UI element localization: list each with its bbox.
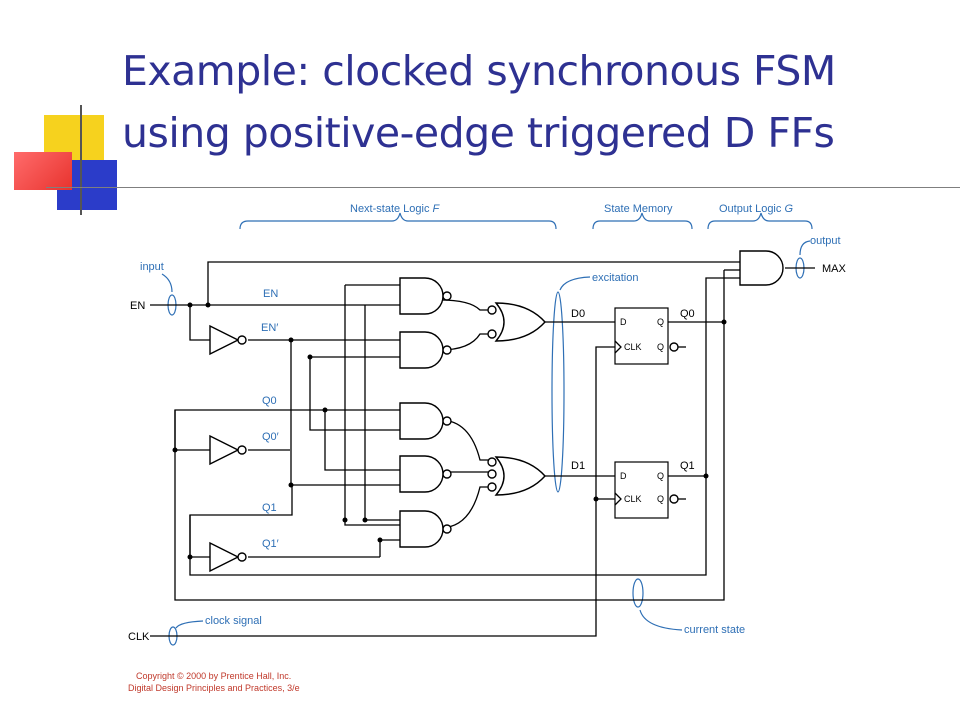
d-flipflop-0: D Q CLK Q [614,307,686,365]
nand-gate-3 [399,402,452,440]
q0-not-wire-label: Q0′ [262,431,279,443]
nand-gate-2 [399,331,452,369]
output-logic-label: Output Logic G [719,203,793,215]
excitation-annotation: excitation [592,272,638,284]
nand-gate-5 [399,510,452,548]
clock-signal-annotation-leader [175,620,204,629]
q0-wire-label: Q0 [262,395,277,407]
inverter-q0 [209,434,247,466]
excitation-annotation-ellipse [551,291,565,493]
ff0-clk-pin: CLK [624,342,642,352]
clock-signal-annotation: clock signal [205,615,262,627]
output-annotation-leader [799,240,811,256]
or-gate-d0 [487,302,546,342]
en-wire-label: EN [263,288,278,300]
q1-wire-label: Q1 [262,502,277,514]
ff1-q-pin: Q [657,471,664,481]
ff0-d-pin: D [620,317,627,327]
slide-title: Example: clocked synchronous FSM using p… [122,40,942,164]
d-flipflop-1: D Q CLK Q [614,461,686,519]
output-annotation: output [810,235,841,247]
next-state-brace [239,212,557,230]
d1-label: D1 [571,460,585,472]
output-logic-brace [707,212,813,230]
deco-vertical-line [80,105,82,215]
ff1-qn-pin: Q [657,494,664,504]
q1-not-wire-label: Q1′ [262,538,279,550]
and-gate-max [739,250,784,286]
copyright-line-2: Digital Design Principles and Practices,… [128,683,300,693]
en-input-label: EN [130,300,145,312]
ff0-qn-pin: Q [657,342,664,352]
next-state-label: Next-state Logic F [350,203,441,215]
input-annotation-leader [161,273,173,293]
max-output-label: MAX [822,263,847,275]
d0-label: D0 [571,308,585,320]
clk-input-label: CLK [128,631,150,643]
deco-red-square [14,152,72,190]
state-memory-brace [592,212,693,230]
excitation-annotation-leader [559,276,591,291]
or-gate-d1 [487,456,546,496]
state-memory-label: State Memory [604,203,673,215]
en-not-wire-label: EN′ [261,322,278,334]
nand-gate-1 [399,277,452,315]
deco-horizontal-line [46,187,960,188]
q1-output-label: Q1 [680,460,695,472]
current-state-annotation-ellipse [632,578,644,608]
current-state-annotation-leader [639,609,683,631]
junction-dots [172,302,727,560]
copyright-line-1: Copyright © 2000 by Prentice Hall, Inc. [136,671,291,681]
ff1-clk-pin: CLK [624,494,642,504]
inverter-q1 [209,541,247,573]
current-state-annotation: current state [684,624,745,636]
title-line-2: using positive-edge triggered D FFs [122,109,835,157]
q0-output-label: Q0 [680,308,695,320]
title-line-1: Example: clocked synchronous FSM [122,47,836,95]
wires [150,261,815,637]
inverter-en [209,324,247,356]
section-braces [239,212,813,230]
input-annotation: input [140,261,164,273]
ff0-q-pin: Q [657,317,664,327]
nand-gate-4 [399,455,452,493]
ff1-d-pin: D [620,471,627,481]
